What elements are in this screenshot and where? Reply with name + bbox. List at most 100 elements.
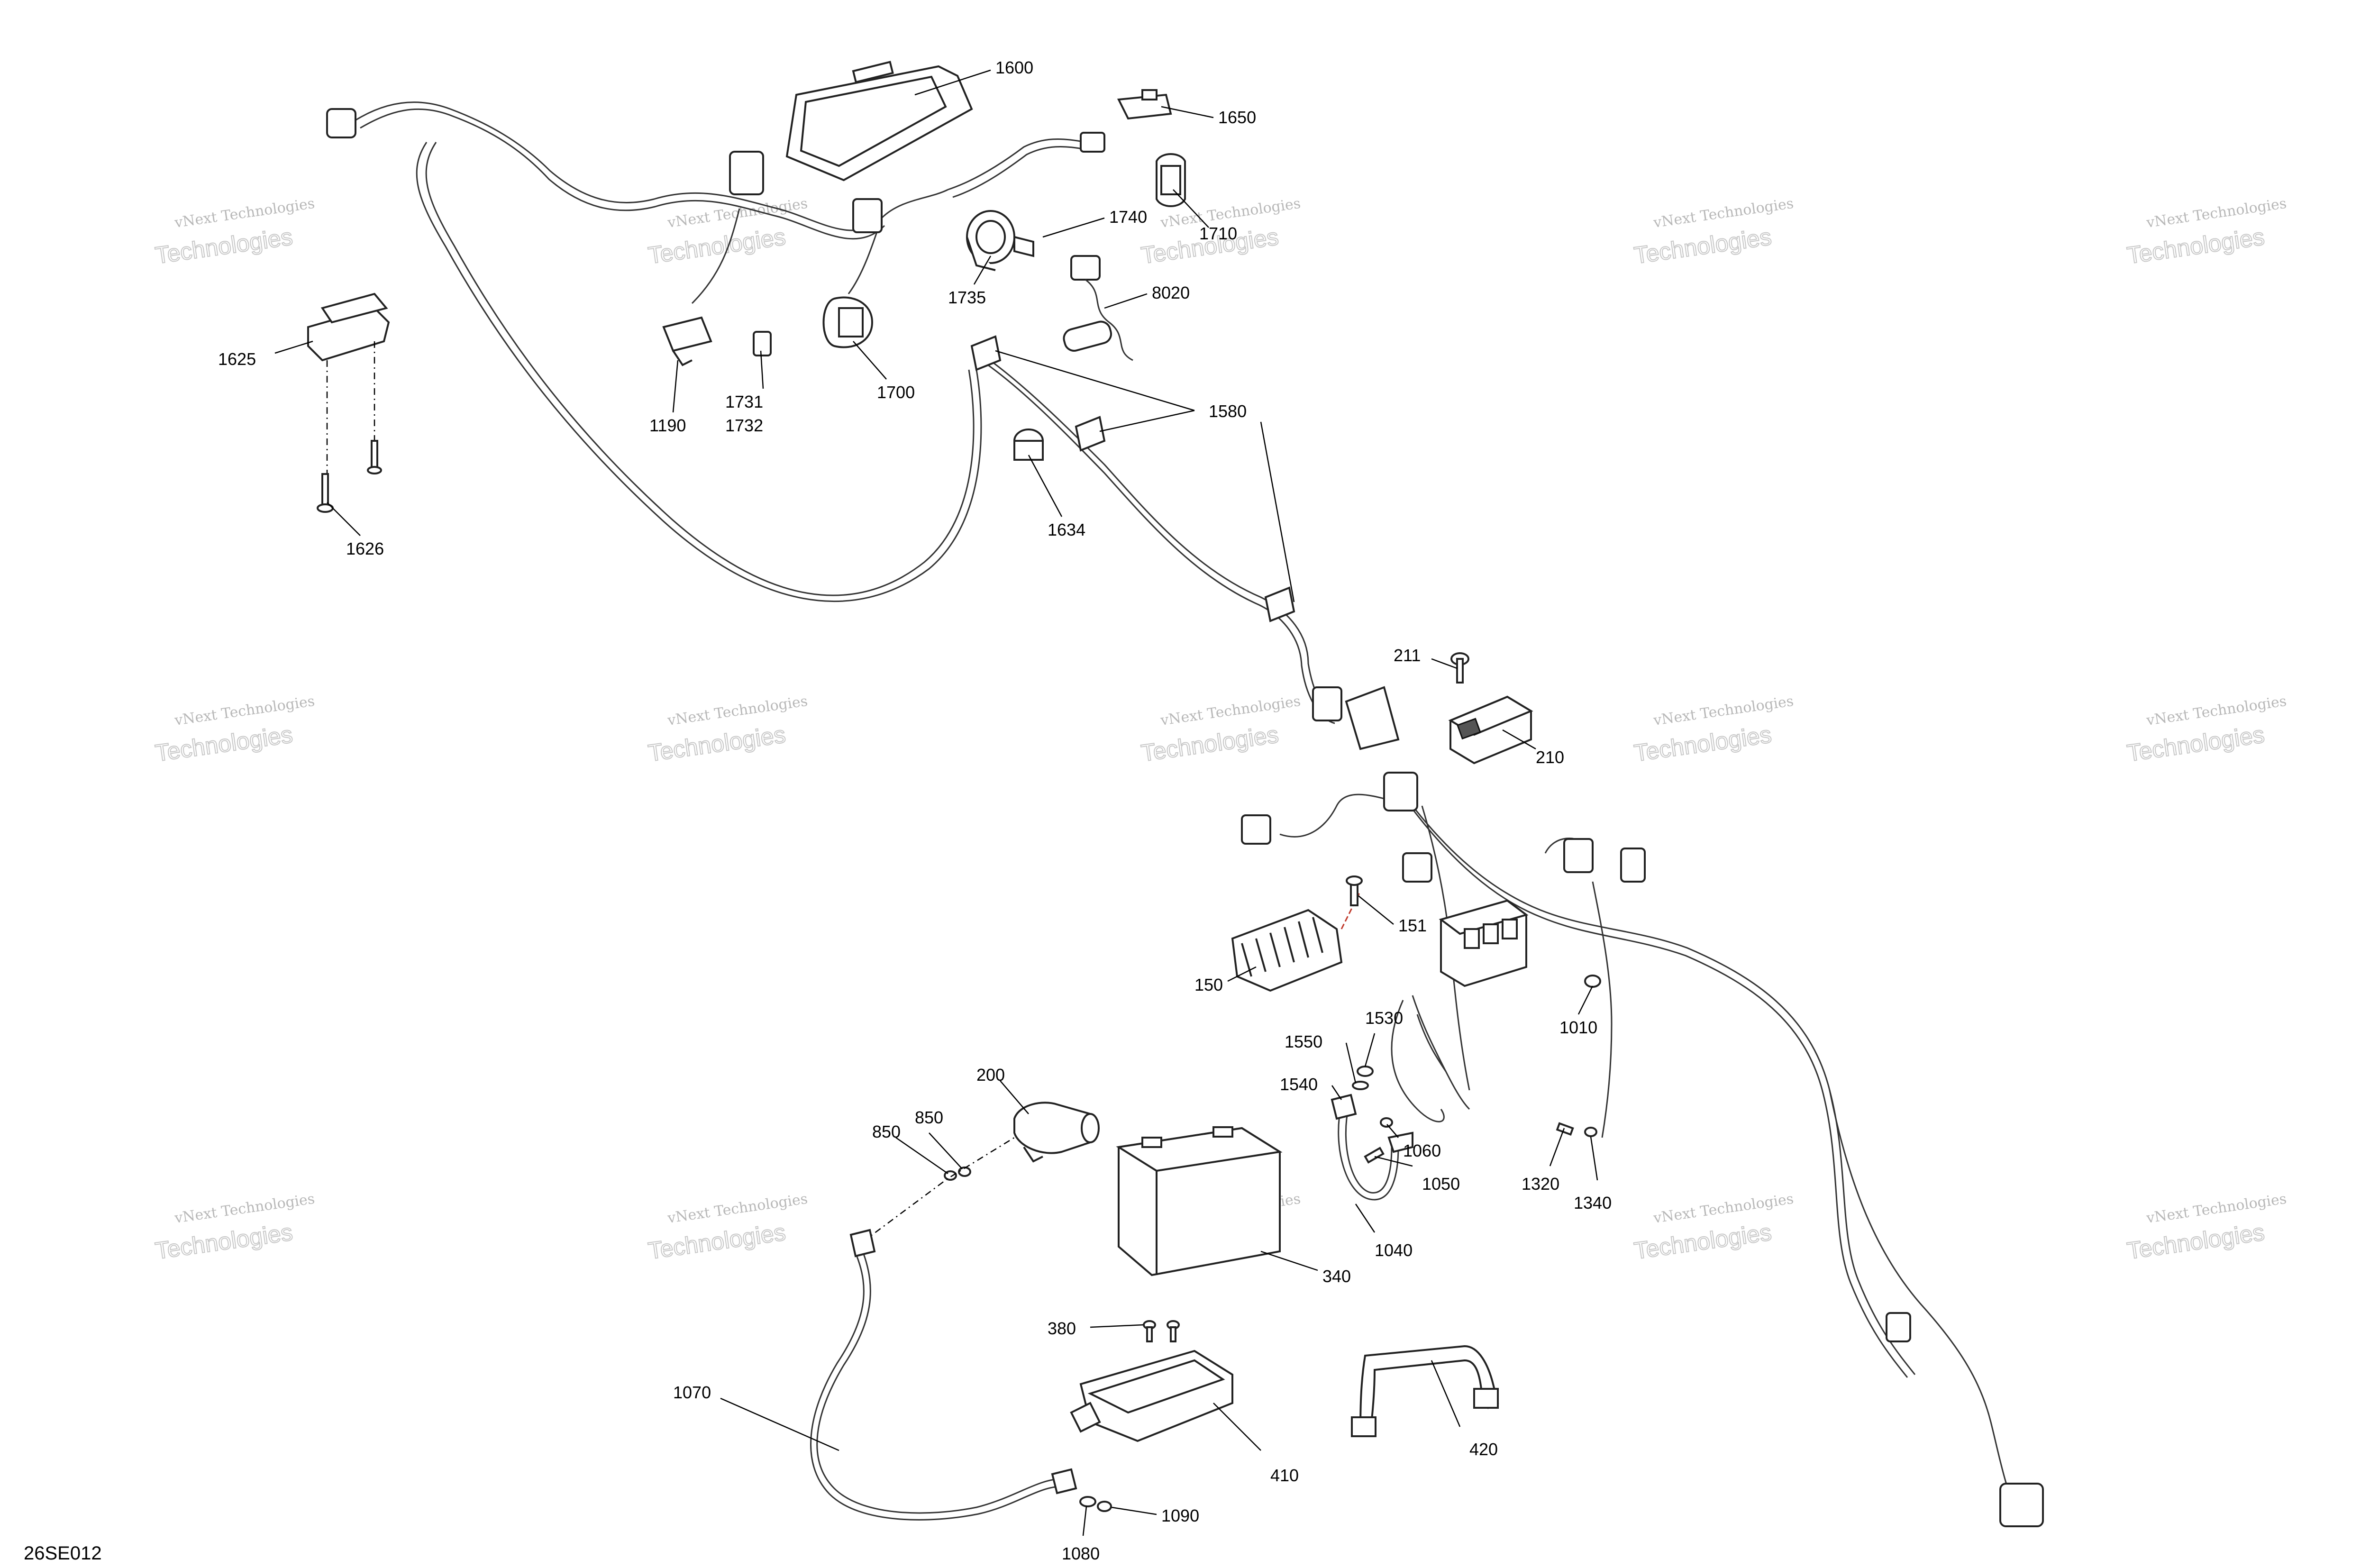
svg-text:Technologies: Technologies bbox=[1632, 223, 1773, 269]
watermark-grid: vNext Technologies Technologies vNext Te… bbox=[153, 195, 2288, 1265]
harness-connector bbox=[326, 108, 1105, 233]
svg-text:vNext Technologies: vNext Technologies bbox=[173, 195, 316, 231]
label-1060: 1060 bbox=[1403, 1141, 1441, 1160]
strap-420 bbox=[1351, 1345, 1499, 1437]
watermark: vNext Technologies Technologies bbox=[2125, 1191, 2288, 1265]
svg-text:vNext Technologies: vNext Technologies bbox=[1159, 693, 1302, 729]
connector-1190 bbox=[662, 316, 712, 366]
svg-text:vNext Technologies: vNext Technologies bbox=[2145, 195, 2288, 231]
leader-lines bbox=[274, 69, 1598, 1536]
svg-text:Technologies: Technologies bbox=[2125, 223, 2266, 269]
watermark: vNext Technologies Technologies bbox=[1632, 693, 1795, 767]
svg-text:vNext Technologies: vNext Technologies bbox=[173, 1191, 316, 1227]
label-1732: 1732 bbox=[725, 416, 763, 435]
watermark: vNext Technologies Technologies bbox=[1139, 693, 1302, 767]
svg-text:vNext Technologies: vNext Technologies bbox=[1652, 693, 1795, 729]
connector-1731 bbox=[753, 331, 772, 356]
screw-211 bbox=[1450, 652, 1469, 684]
label-850-b: 850 bbox=[915, 1108, 943, 1127]
connector-pair bbox=[1312, 686, 1400, 750]
label-1740: 1740 bbox=[1109, 207, 1147, 227]
harness-connector bbox=[1241, 772, 2044, 1527]
label-340: 340 bbox=[1322, 1267, 1351, 1286]
regulator-150 bbox=[1231, 891, 1361, 992]
label-1580: 1580 bbox=[1209, 401, 1247, 421]
label-211: 211 bbox=[1394, 646, 1421, 665]
label-850-a: 850 bbox=[872, 1122, 901, 1141]
diagram-code: 26SE012 bbox=[24, 1543, 102, 1564]
part-labels: 1600 1650 1740 1710 8020 1735 1625 1626 … bbox=[218, 58, 1612, 1563]
label-1710: 1710 bbox=[1199, 224, 1237, 243]
svg-text:vNext Technologies: vNext Technologies bbox=[2145, 693, 2288, 729]
svg-text:Technologies: Technologies bbox=[647, 721, 787, 766]
svg-text:Technologies: Technologies bbox=[154, 1219, 294, 1264]
nut-850 bbox=[944, 1167, 971, 1181]
svg-text:Technologies: Technologies bbox=[1632, 721, 1773, 766]
screw-1626 bbox=[317, 440, 382, 513]
svg-text:vNext Technologies: vNext Technologies bbox=[173, 693, 316, 729]
svg-text:Technologies: Technologies bbox=[154, 721, 294, 766]
watermark: vNext Technologies Technologies bbox=[1632, 195, 1795, 269]
label-1040: 1040 bbox=[1375, 1240, 1413, 1260]
label-1735: 1735 bbox=[948, 288, 986, 307]
svg-text:Technologies: Technologies bbox=[1139, 721, 1280, 766]
label-1550: 1550 bbox=[1285, 1032, 1322, 1051]
svg-text:Technologies: Technologies bbox=[2125, 721, 2266, 766]
nut-1090 bbox=[1097, 1501, 1112, 1512]
watermark: vNext Technologies Technologies bbox=[646, 693, 809, 767]
watermark: vNext Technologies Technologies bbox=[2125, 693, 2288, 767]
module-210 bbox=[1448, 695, 1533, 765]
cable-1040 bbox=[1331, 1094, 1413, 1201]
clip-1580 bbox=[970, 335, 1295, 622]
connector-1700 bbox=[822, 296, 874, 348]
svg-text:vNext Technologies: vNext Technologies bbox=[1652, 1191, 1795, 1227]
svg-text:Technologies: Technologies bbox=[2125, 1219, 2266, 1264]
label-1634: 1634 bbox=[1048, 520, 1085, 539]
label-151: 151 bbox=[1398, 916, 1427, 935]
label-1070: 1070 bbox=[673, 1383, 711, 1402]
grommet-1010 bbox=[1584, 975, 1601, 988]
label-1540: 1540 bbox=[1280, 1075, 1318, 1094]
fuse-box bbox=[1439, 899, 1529, 987]
cable-1070 bbox=[810, 1229, 1077, 1521]
label-1650: 1650 bbox=[1218, 108, 1256, 127]
label-380: 380 bbox=[1048, 1319, 1076, 1338]
watermark: vNext Technologies Technologies bbox=[646, 1191, 809, 1265]
label-1731: 1731 bbox=[725, 392, 763, 411]
washer-1550 bbox=[1352, 1081, 1369, 1090]
label-1600: 1600 bbox=[995, 58, 1033, 77]
upper-harness bbox=[326, 101, 1337, 724]
label-1626: 1626 bbox=[346, 539, 384, 558]
screw-1050 bbox=[1364, 1147, 1385, 1164]
lanyard-8020 bbox=[1063, 255, 1133, 361]
watermark: vNext Technologies Technologies bbox=[1632, 1191, 1795, 1265]
svg-text:vNext Technologies: vNext Technologies bbox=[2145, 1191, 2288, 1227]
nut-1530 bbox=[1357, 1066, 1374, 1077]
switch-1710 bbox=[1156, 153, 1186, 207]
label-1190: 1190 bbox=[649, 416, 686, 435]
label-150: 150 bbox=[1194, 975, 1223, 994]
label-1320: 1320 bbox=[1522, 1174, 1559, 1194]
svg-text:Technologies: Technologies bbox=[1632, 1219, 1773, 1264]
label-200: 200 bbox=[976, 1065, 1005, 1085]
svg-text:vNext Technologies: vNext Technologies bbox=[666, 693, 809, 729]
label-8020: 8020 bbox=[1152, 283, 1190, 302]
label-210: 210 bbox=[1536, 748, 1564, 767]
lower-harness bbox=[1279, 786, 2020, 1517]
label-1530: 1530 bbox=[1365, 1008, 1403, 1028]
ignition-switch-1735 bbox=[966, 210, 1034, 271]
label-1340: 1340 bbox=[1574, 1193, 1612, 1212]
socket-1634 bbox=[1013, 428, 1044, 461]
svg-text:vNext Technologies: vNext Technologies bbox=[666, 1191, 809, 1227]
svg-text:Technologies: Technologies bbox=[647, 1219, 787, 1264]
label-1010: 1010 bbox=[1559, 1018, 1597, 1037]
solenoid-200 bbox=[1013, 1102, 1100, 1163]
battery-tray-410 bbox=[1070, 1349, 1233, 1442]
screw-151 bbox=[1346, 875, 1363, 906]
label-1050: 1050 bbox=[1422, 1174, 1460, 1194]
label-1625: 1625 bbox=[218, 349, 256, 369]
watermark: vNext Technologies Technologies bbox=[153, 693, 316, 767]
watermark: vNext Technologies Technologies bbox=[2125, 195, 2288, 269]
label-1080: 1080 bbox=[1062, 1544, 1100, 1563]
